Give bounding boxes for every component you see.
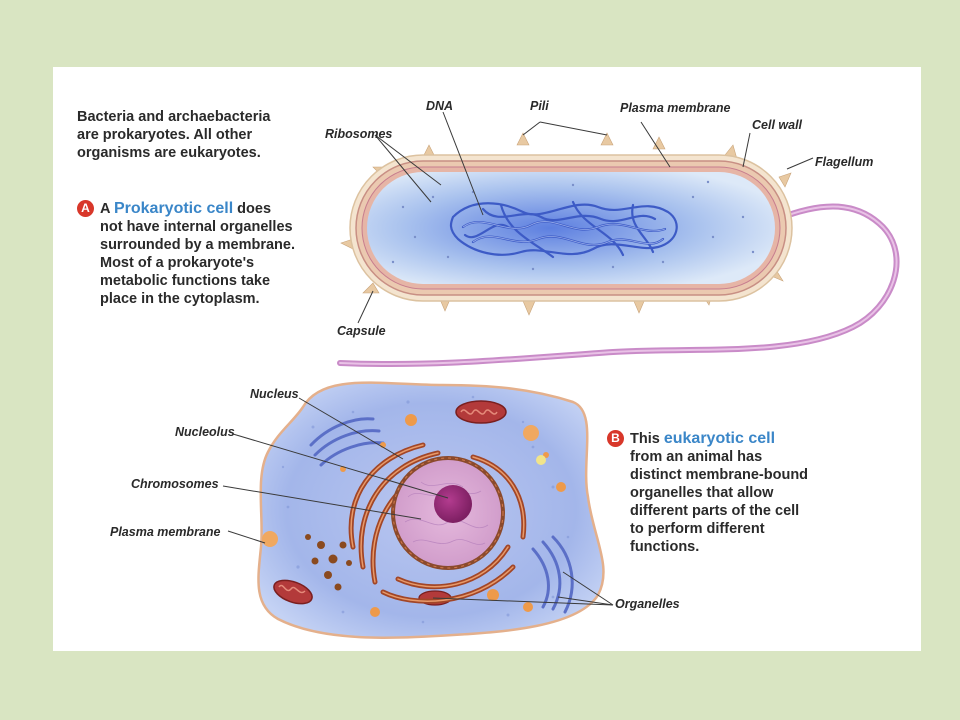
eukaryote-pre: This [630, 431, 664, 447]
prokaryote-pre: A [100, 201, 114, 217]
label-plasma-membrane-eukaryote: Plasma membrane [110, 525, 221, 539]
eukaryote-description: B This eukaryotic cell from an animal has… [607, 430, 808, 556]
prokaryote-line-1: not have internal organelles [100, 219, 293, 235]
eukaryote-line-4: different parts of the cell [630, 503, 800, 519]
label-capsule: Capsule [337, 324, 386, 338]
eukaryote-line-3: organelles that allow [630, 485, 774, 501]
ribosome-dots [391, 180, 755, 271]
intro-line-1: Bacteria and archaebacteria [77, 109, 271, 125]
intro-line-3: organisms are eukaryotes. [77, 145, 261, 161]
intro-line-2: are prokaryotes. All other [77, 127, 253, 143]
label-nucleus: Nucleus [250, 387, 299, 401]
eukaryote-line-6: functions. [630, 539, 700, 555]
prokaryote-line-3: Most of a prokaryote's [100, 255, 255, 271]
eukaryote-heading: B This eukaryotic cell [607, 430, 808, 448]
prokaryote-post: does [233, 201, 272, 217]
eukaryote-line-2: distinct membrane-bound [630, 467, 809, 483]
label-nucleolus: Nucleolus [175, 425, 235, 439]
label-dna: DNA [426, 99, 454, 113]
intro-text: Bacteria and archaebacteria are prokaryo… [77, 108, 270, 162]
leader-lines [222, 111, 814, 606]
label-plasma-membrane-prokaryote: Plasma membrane [620, 101, 731, 115]
eukaryote-line-1: from an animal has [630, 449, 763, 465]
golgi-left [309, 417, 385, 467]
label-organelles: Organelles [615, 597, 680, 611]
label-ribosomes: Ribosomes [325, 127, 393, 141]
cytoplasm-texture [281, 395, 570, 624]
eukaryote-highlight: eukaryotic cell [663, 430, 776, 447]
eukaryotic-cell [257, 381, 605, 640]
prokaryote-line-4: metabolic functions take [100, 273, 271, 289]
label-cell-wall: Cell wall [752, 118, 803, 132]
nucleolus [434, 485, 472, 523]
prokaryote-body: not have internal organelles surrounded … [77, 218, 295, 308]
label-pili: Pili [530, 99, 549, 113]
prokaryote-line-2: surrounded by a membrane. [100, 237, 295, 253]
vesicles [262, 414, 566, 617]
prokaryotic-cell [337, 132, 900, 368]
eukaryote-line-5: to perform different [630, 521, 765, 537]
figure-panel: Bacteria and archaebacteria are prokaryo… [53, 67, 921, 651]
prokaryote-line-5: place in the cytoplasm. [100, 291, 260, 307]
badge-a: A [77, 200, 94, 217]
eukaryote-body: from an animal has distinct membrane-bou… [607, 448, 808, 556]
prokaryote-highlight: Prokaryotic cell [113, 200, 234, 217]
label-chromosomes: Chromosomes [131, 477, 219, 491]
label-flagellum: Flagellum [815, 155, 874, 169]
cell-illustration [222, 111, 900, 640]
badge-b: B [607, 430, 624, 447]
granules [305, 534, 352, 591]
